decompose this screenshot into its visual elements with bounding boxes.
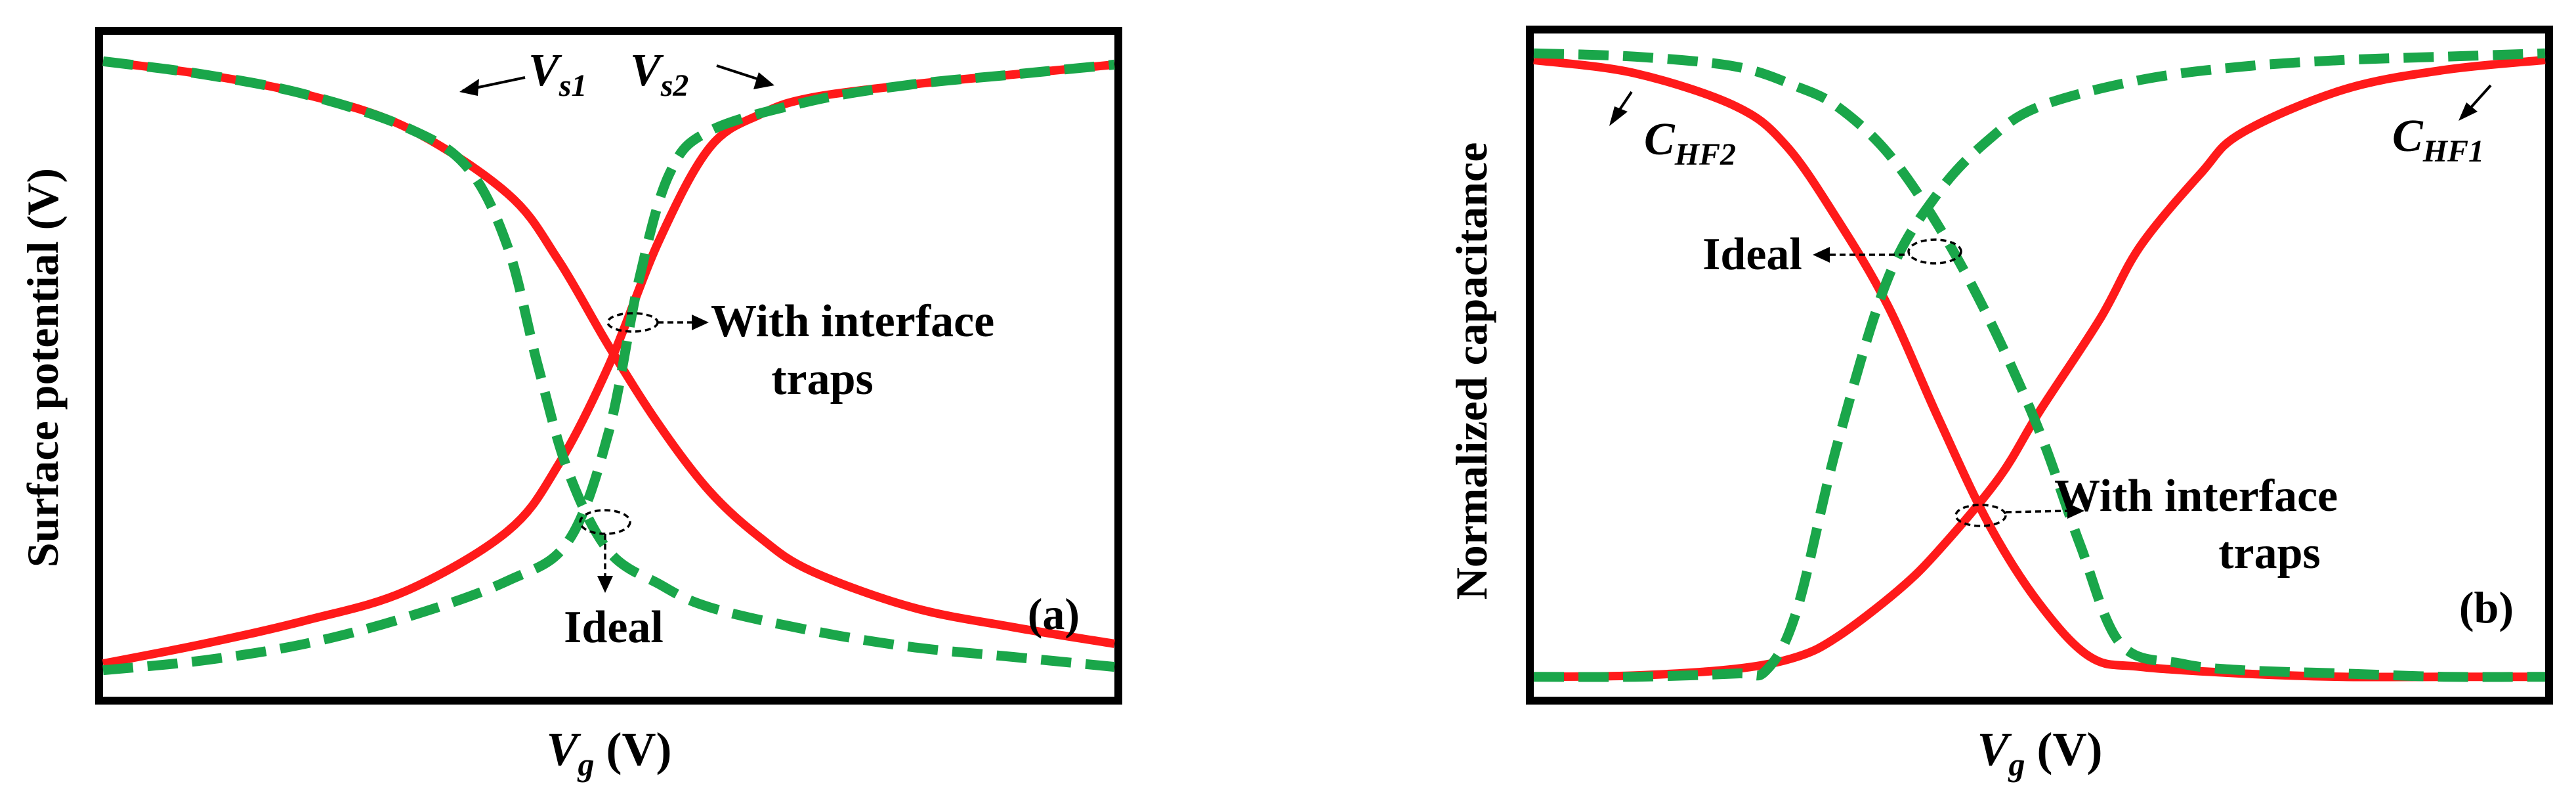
panel-a-ideal-arrowhead: [597, 576, 613, 593]
vs2-label: Vs2: [630, 45, 688, 103]
series-line-ideal-c-hf2: [1533, 48, 2546, 682]
panel-b-ideal-ellipse: [1907, 238, 1962, 265]
series-line-v-s2: [102, 60, 1115, 668]
panel-a: Surface potential (V) Vg (V) (a) Vs1 Vs2…: [18, 27, 1122, 783]
panel-b: Normalized capacitance Vg (V) (b) CHF2 C…: [1446, 26, 2553, 783]
panel-b-traps-arrowhead: [2067, 503, 2084, 519]
panel-b-traps-ellipse: [1954, 504, 2007, 527]
panel-a-traps-line1: With interface: [711, 296, 994, 347]
vs2-arrowhead: [753, 72, 774, 89]
panel-a-traps-arrowhead: [692, 315, 709, 330]
panel-b-y-axis-label: Normalized capacitance: [1446, 142, 1496, 600]
panel-b-traps-pointer: [2005, 510, 2068, 513]
panel-b-frame: [1526, 26, 2553, 705]
panel-a-traps-line2: traps: [771, 354, 874, 404]
panel-a-label: (a): [1028, 589, 1080, 639]
panel-b-traps-line2: traps: [2218, 528, 2321, 578]
chf1-label: CHF1: [2392, 111, 2484, 169]
chf2-arrowhead: [1609, 106, 1628, 126]
series-line-ideal-v-s2: [102, 59, 1115, 676]
panel-b-series: [1533, 48, 2546, 682]
panel-b-ideal-arrowhead: [1813, 247, 1830, 263]
chf1-arrowhead: [2459, 102, 2478, 121]
series-line-v-s1: [102, 56, 1116, 648]
panel-a-frame: [95, 27, 1122, 705]
series-line-ideal-v-s1: [102, 56, 1115, 672]
panel-b-x-axis-label: Vg (V): [1977, 723, 2103, 783]
vs1-label: Vs1: [528, 45, 587, 103]
vs1-arrowhead: [459, 79, 479, 96]
panel-b-traps-line1: With interface: [2054, 471, 2338, 521]
panel-b-label: (b): [2459, 582, 2514, 632]
panel-a-ideal-label: Ideal: [564, 602, 664, 653]
panel-a-y-axis-label: Surface potential (V): [18, 168, 68, 567]
panel-a-series: [102, 56, 1116, 676]
panel-b-ideal-label: Ideal: [1702, 229, 1802, 280]
panel-a-x-axis-label: Vg (V): [547, 723, 672, 783]
chf2-label: CHF2: [1644, 114, 1736, 172]
